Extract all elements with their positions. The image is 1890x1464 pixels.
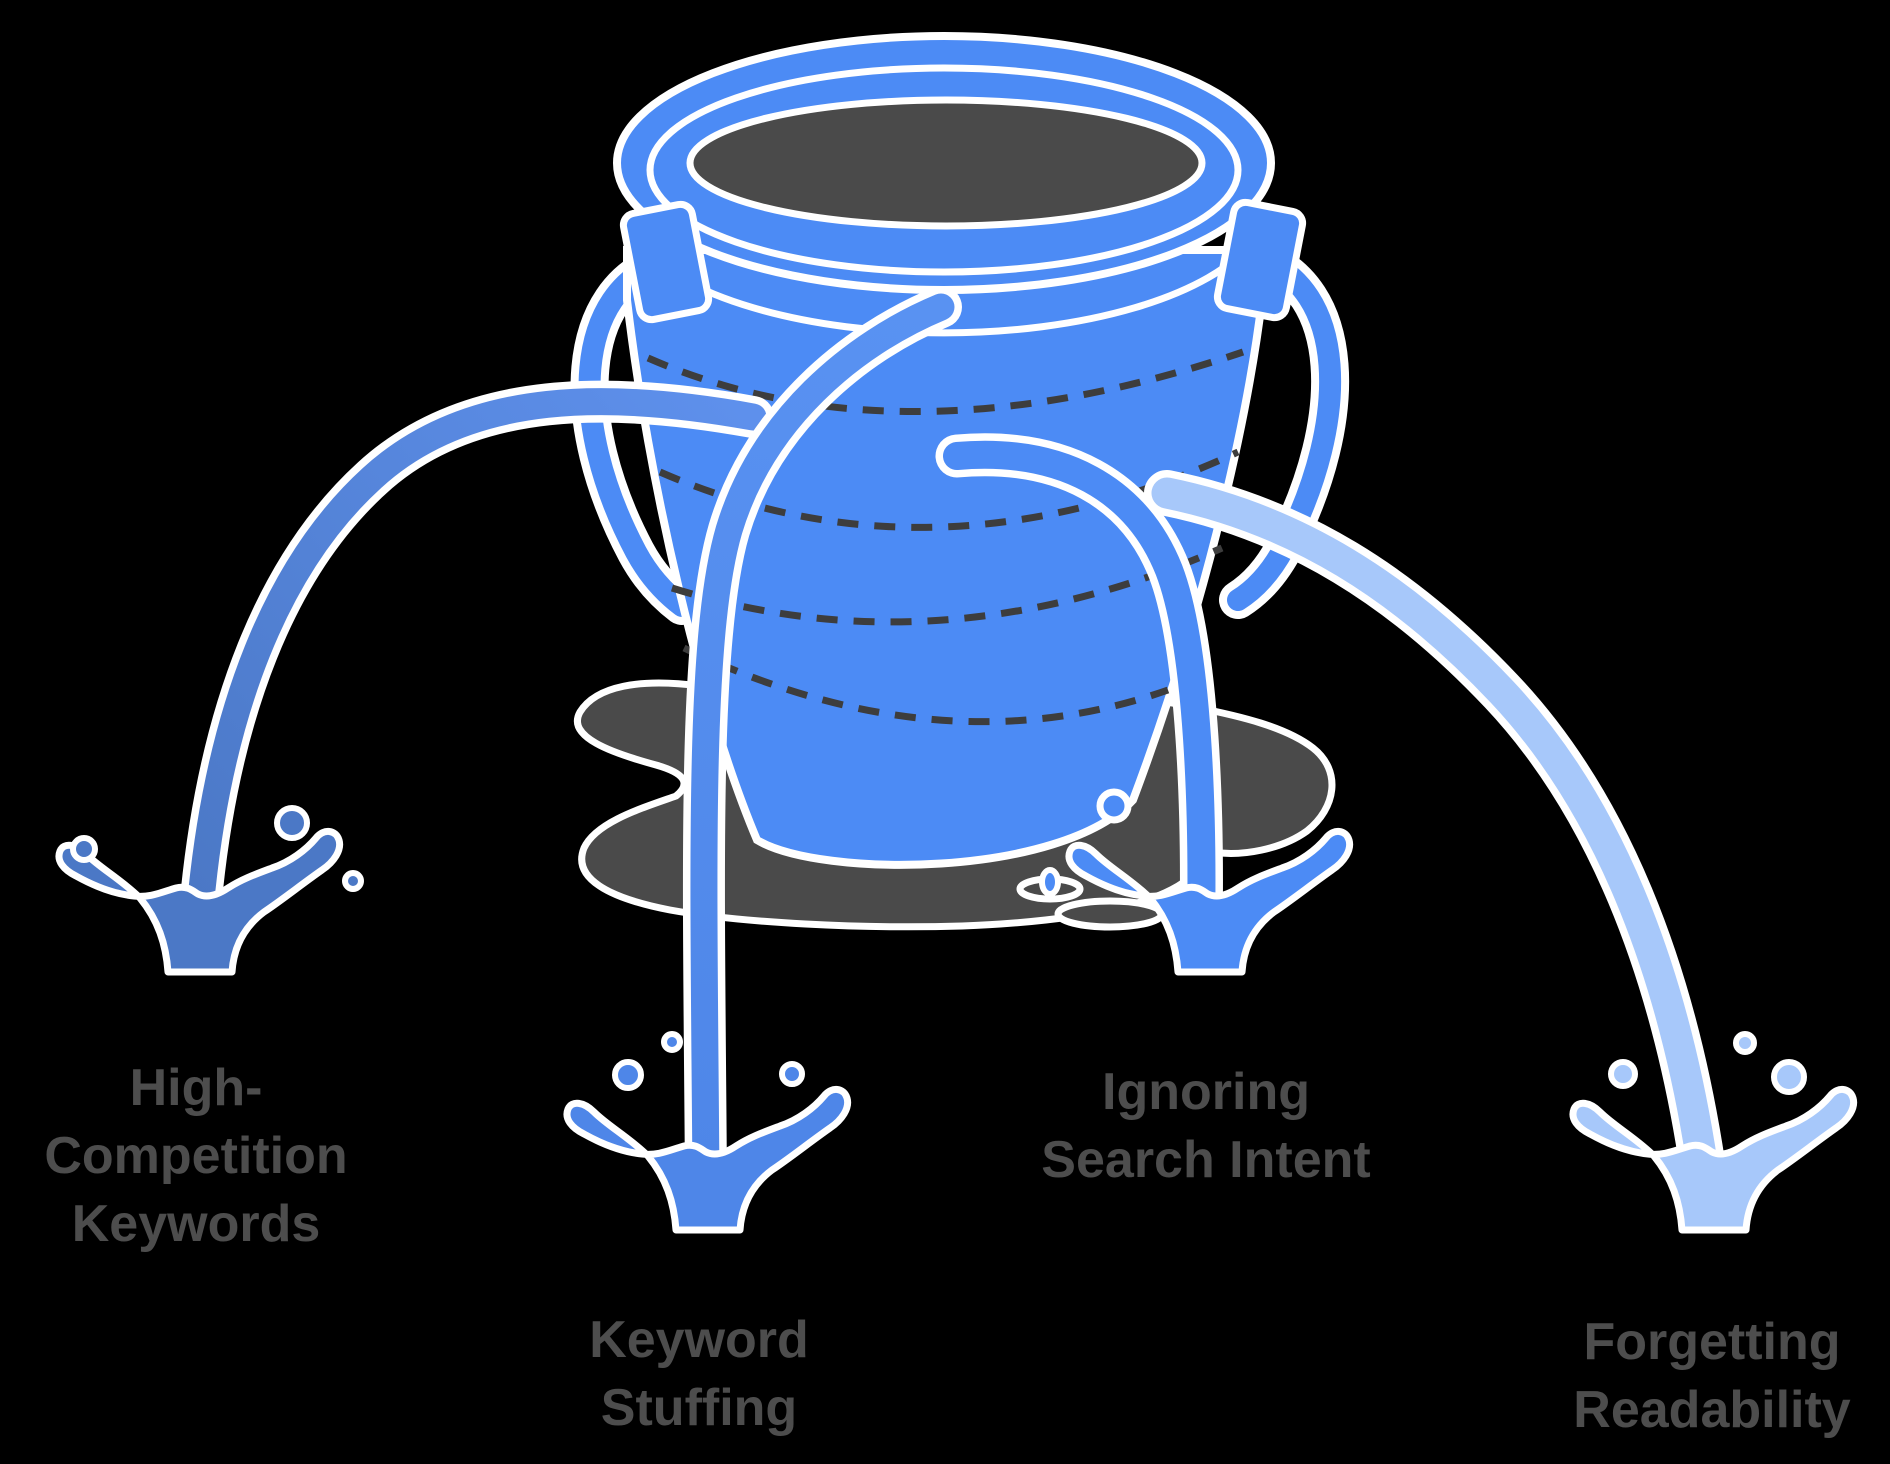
label-line: High- [129,1059,263,1117]
label-ignoring-search-intent: Ignoring Search Intent [1041,1058,1370,1194]
label-line: Keywords [71,1195,321,1253]
splash-1-droplets [70,805,364,892]
right-handle [1227,247,1342,611]
rim-inner-edge [646,64,1242,276]
dashed-line-3 [670,544,1224,626]
left-handle-mount [619,200,713,324]
leak-streams [177,286,1729,1213]
puddle-ripple [1016,867,1084,903]
stream-1 [184,388,767,949]
puddle-small-oval [1054,897,1166,931]
right-handle-mount [1213,198,1307,322]
stream-4 [1151,477,1722,1206]
splash-4-droplets [1608,1031,1807,1095]
label-line: Search Intent [1041,1131,1371,1189]
bucket-opening [686,96,1206,230]
dashed-line-4 [682,644,1170,726]
label-line: Competition [44,1127,348,1185]
splashes [59,805,1854,1230]
ripple-droplet [1039,867,1061,897]
stream-3 [943,440,1216,944]
label-line: Forgetting [1583,1313,1841,1371]
splash-2-droplets [612,1031,805,1091]
label-forgetting-readability: Forgetting Readability [1573,1308,1850,1444]
label-keyword-stuffing: Keyword Stuffing [589,1306,809,1442]
label-high-competition-keywords: High- Competition Keywords [44,1054,347,1258]
label-line: Ignoring [1102,1063,1310,1121]
bucket-handles [570,239,1350,625]
left-handle [578,251,693,617]
bucket-bubble [1096,788,1132,824]
stream-2 [690,293,955,1199]
label-line: Keyword [589,1311,809,1369]
label-line: Stuffing [600,1379,798,1437]
dashed-line-1 [646,348,1245,416]
label-line: Readability [1573,1381,1851,1439]
